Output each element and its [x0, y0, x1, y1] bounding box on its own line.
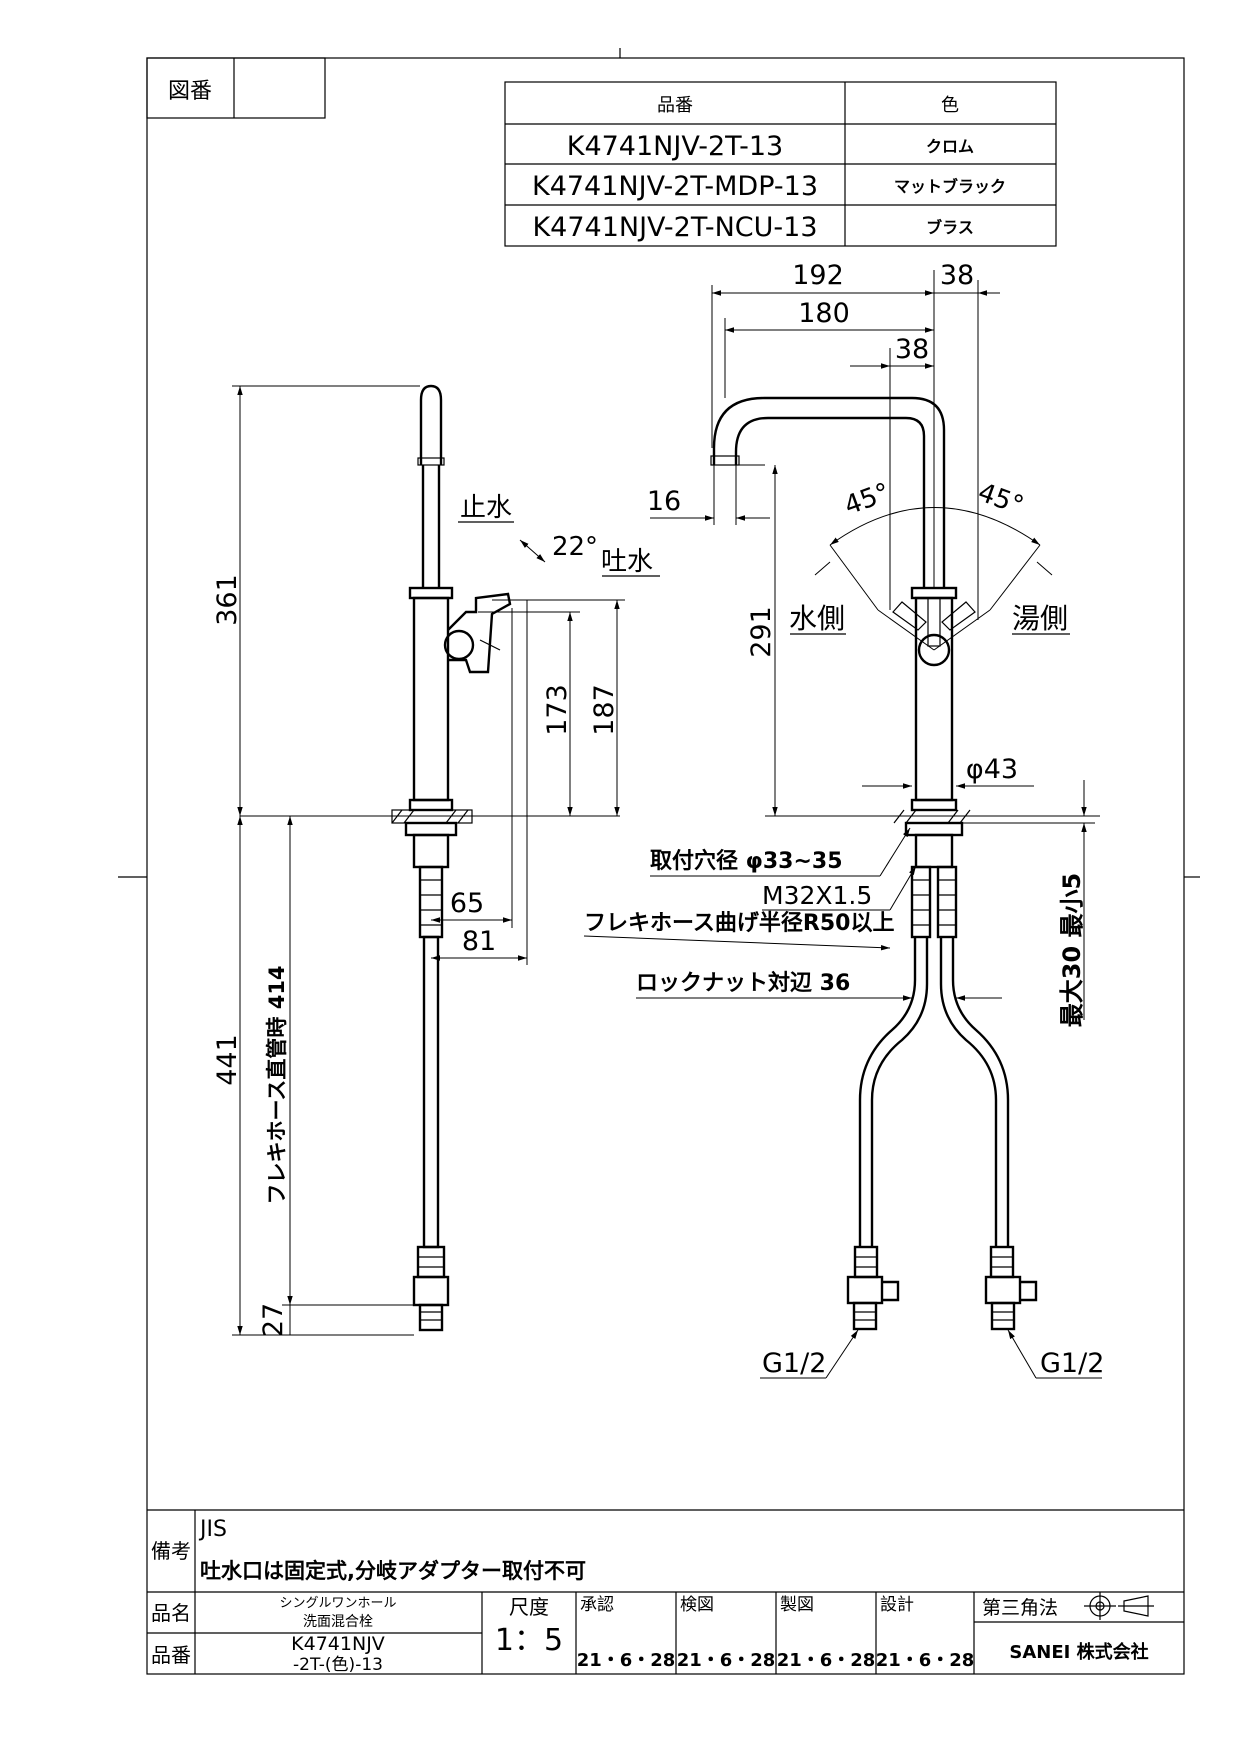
dim-16: 16: [647, 486, 681, 517]
front-shank: [914, 833, 954, 869]
side-spout-ring: [417, 457, 445, 466]
label-stop-water: 止水: [460, 493, 512, 523]
name-label: 品名: [151, 1601, 191, 1625]
scale-value: 1：5: [495, 1623, 563, 1658]
design-date: 21・6・28: [876, 1650, 975, 1671]
front-valve-left: [846, 1275, 884, 1305]
side-lever-knob: [443, 629, 475, 661]
scale-label: 尺度: [509, 1595, 549, 1619]
notes-spout-fixed: 吐水口は固定式,分岐アダプター取付不可: [200, 1559, 586, 1583]
third-angle-projection-icon: [1084, 1592, 1154, 1620]
side-hose: [422, 935, 440, 1249]
front-hose-right: [939, 937, 998, 1247]
side-valve: [412, 1275, 450, 1307]
check-date: 21・6・28: [677, 1650, 776, 1671]
side-shank: [412, 833, 450, 869]
front-hose-left: [858, 937, 917, 1247]
side-body: [412, 596, 450, 802]
product-number-line1: K4741NJV: [291, 1633, 385, 1655]
product-number-line2: -2T-(色)-13: [293, 1655, 383, 1675]
side-spout-tube: [419, 384, 443, 465]
dim-291: 291: [746, 606, 777, 658]
dim-81: 81: [462, 926, 496, 957]
side-hose-fitting: [418, 865, 444, 939]
draw-date: 21・6・28: [777, 1650, 876, 1671]
product-name-line1: シングルワンホール: [279, 1596, 396, 1611]
table-row-part: K4741NJV-2T-13: [567, 131, 784, 162]
side-view: 361 441 フレキホース直管時 414 27 173 187 65 81 止…: [212, 384, 660, 1337]
table-header-part: 品番: [657, 95, 693, 116]
dim-180: 180: [798, 298, 850, 329]
table-header-color: 色: [941, 95, 959, 116]
design-label: 設計: [880, 1595, 914, 1615]
label-mount-hole: 取付穴径 φ33~35: [650, 848, 843, 874]
label-locknut: ロックナット対辺 36: [636, 971, 850, 996]
drawing-border: [146, 57, 1185, 1675]
dim-27: 27: [258, 1303, 289, 1337]
drawing-number-box: 図番: [146, 57, 326, 119]
dim-38-mid: 38: [895, 334, 929, 365]
product-name-line2: 洗面混合栓: [303, 1614, 373, 1630]
side-nut: [416, 1245, 446, 1279]
front-body: [914, 596, 954, 802]
label-counter-thickness: 最大30 最小5: [1058, 873, 1086, 1027]
front-body-ring: [910, 586, 958, 600]
number-label: 品番: [151, 1643, 191, 1667]
label-g-right: G1/2: [1040, 1348, 1104, 1379]
label-spout-water: 吐水: [601, 547, 653, 577]
side-lever: [447, 592, 512, 674]
label-cold-side: 水側: [789, 602, 845, 635]
dim-65: 65: [450, 888, 484, 919]
side-body-ring: [408, 586, 454, 600]
company-name: SANEI 株式会社: [1009, 1641, 1148, 1663]
dim-phi43: φ43: [966, 754, 1018, 785]
angle-22: 22°: [552, 532, 598, 562]
front-valve-right: [984, 1275, 1022, 1305]
table-row-part: K4741NJV-2T-NCU-13: [532, 212, 817, 243]
notes-jis: JIS: [198, 1517, 227, 1542]
dim-361: 361: [212, 574, 243, 626]
dim-441: 441: [212, 1034, 243, 1086]
table-row-color: ブラス: [926, 218, 974, 237]
approve-label: 承認: [580, 1595, 614, 1615]
dim-192: 192: [792, 260, 844, 291]
table-row-part: K4741NJV-2T-MDP-13: [532, 171, 818, 202]
front-lever-knob: [917, 633, 951, 667]
title-block: 品名 シングルワンホール 洗面混合栓 品番 K4741NJV -2T-(色)-1…: [147, 1592, 1184, 1675]
front-spout: [712, 396, 946, 588]
product-table: 品番 色 K4741NJV-2T-13 クロム K4741NJV-2T-MDP-…: [504, 81, 1057, 247]
dim-173: 173: [542, 684, 573, 736]
label-hot-side: 湯側: [1012, 602, 1068, 635]
projection-label: 第三角法: [982, 1597, 1058, 1619]
approve-date: 21・6・28: [577, 1650, 676, 1671]
table-row-color: クロム: [926, 137, 974, 156]
notes-label: 備考: [151, 1539, 191, 1563]
table-row-color: マットブラック: [894, 177, 1006, 196]
angle-left-45: 45°: [840, 478, 894, 522]
side-g-thread: [418, 1303, 444, 1332]
check-label: 検図: [680, 1595, 714, 1615]
dim-38-top: 38: [940, 260, 974, 291]
label-g-left: G1/2: [762, 1348, 826, 1379]
front-view: 45° 45° 水側 湯側: [583, 260, 1104, 1379]
notes-block: 備考 JIS 吐水口は固定式,分岐アダプター取付不可: [147, 1509, 1184, 1593]
label-thread: M32X1.5: [762, 881, 872, 910]
dim-hose-414: フレキホース直管時 414: [265, 965, 289, 1204]
dim-187: 187: [589, 684, 620, 736]
label-hose-bend: フレキホース曲げ半径R50以上: [584, 910, 894, 936]
zuban-label: 図番: [168, 79, 212, 104]
draw-label: 製図: [780, 1595, 814, 1615]
